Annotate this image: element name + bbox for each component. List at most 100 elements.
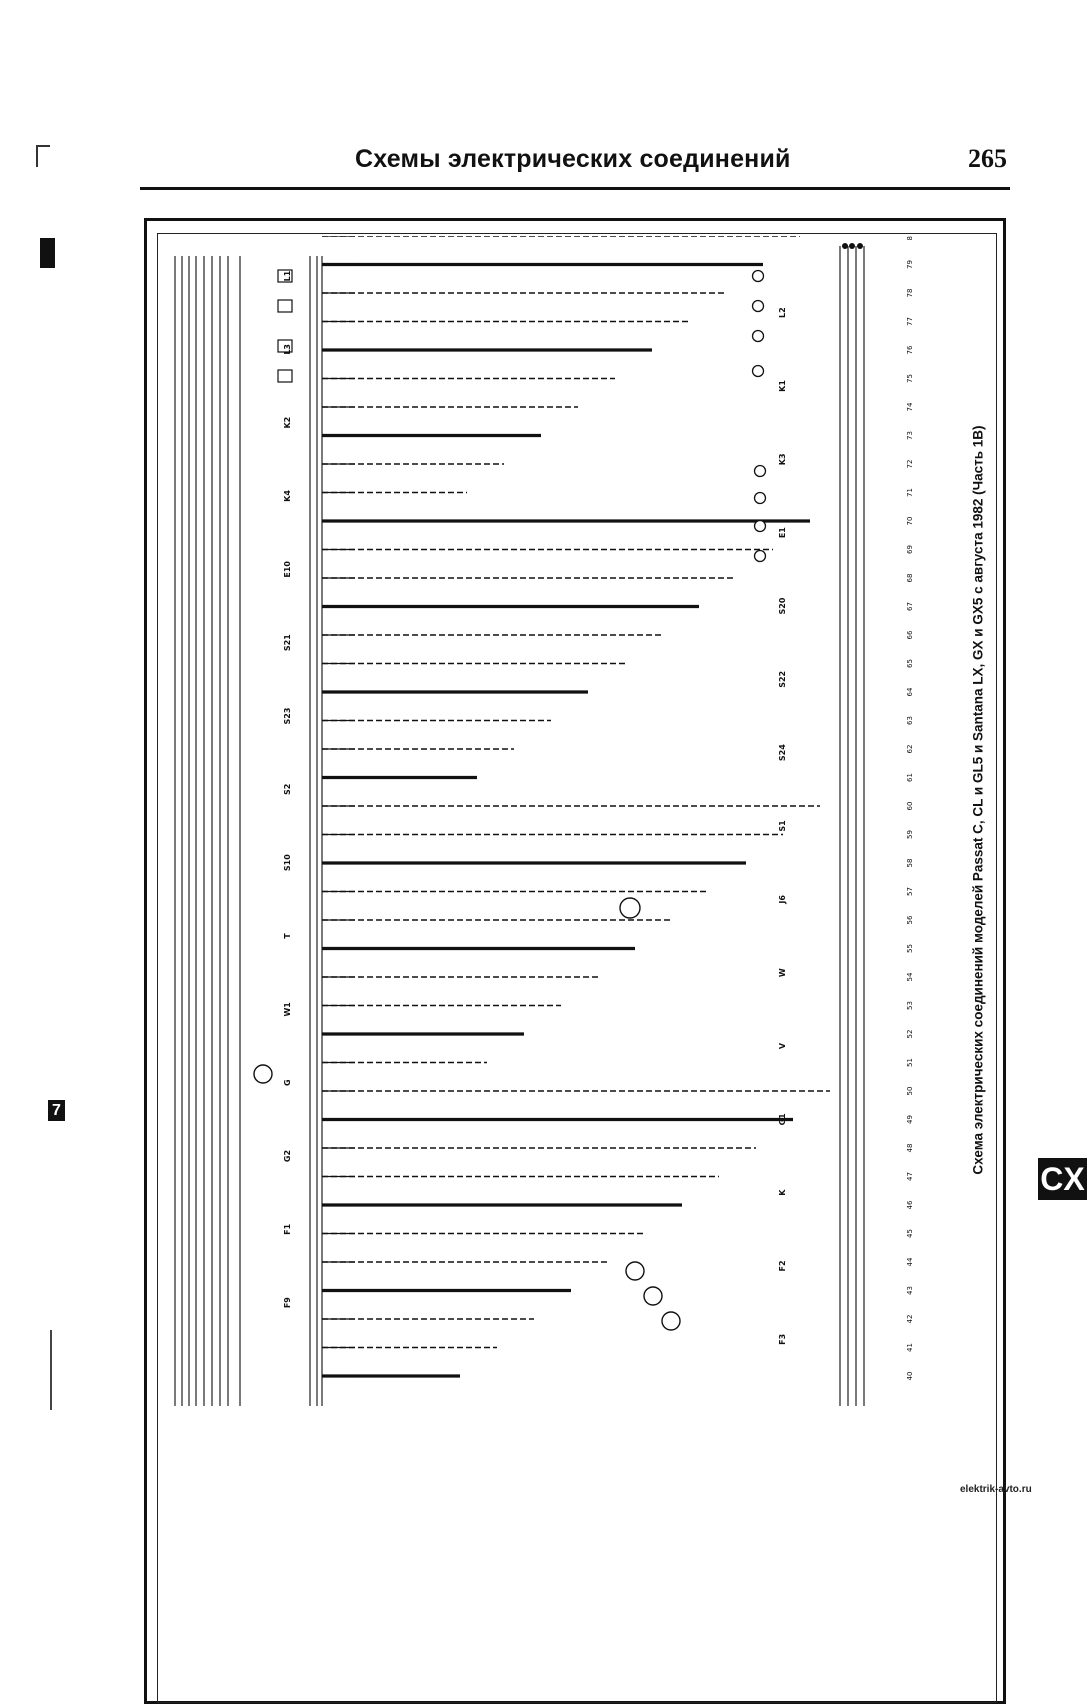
fuse-symbol bbox=[277, 269, 293, 283]
warning-lamp-symbol bbox=[753, 491, 767, 505]
page-number: 265 bbox=[968, 144, 1007, 173]
component-labels: L1L2L3K1K2K3K4E1E10S20S21S22S23S24S2S1S1… bbox=[283, 270, 787, 1345]
track-number: 47 bbox=[906, 1172, 914, 1181]
component-label: F1 bbox=[283, 1223, 292, 1234]
track-number: 46 bbox=[906, 1200, 914, 1209]
wiring-diagram: 4041424344454647484950515253545556575859… bbox=[174, 236, 914, 1406]
margin-marker bbox=[40, 238, 55, 268]
track-number: 57 bbox=[906, 887, 914, 896]
page-header-title: Схемы электрических соединений bbox=[355, 145, 791, 173]
track-number: 53 bbox=[906, 1001, 914, 1010]
caption-column: Схема электрических соединений моделей P… bbox=[958, 400, 998, 1200]
section-number-badge: 7 bbox=[48, 1100, 65, 1121]
track-number: 80 bbox=[906, 236, 914, 240]
header-rule bbox=[140, 187, 1010, 190]
component-label: S23 bbox=[283, 708, 292, 725]
component-label: E10 bbox=[283, 561, 292, 578]
track-number: 66 bbox=[906, 630, 914, 639]
track-number: 65 bbox=[906, 659, 914, 668]
track-number: 54 bbox=[906, 972, 914, 981]
track-number: 52 bbox=[906, 1030, 914, 1039]
watermark-text: elektrik-avto.ru bbox=[960, 1484, 1032, 1495]
component-label: S20 bbox=[778, 597, 787, 614]
warning-lamp-symbol bbox=[753, 464, 767, 478]
component-label: S21 bbox=[283, 634, 292, 651]
warning-lamp-symbol bbox=[753, 549, 767, 563]
section-tab: CX bbox=[1038, 1158, 1087, 1200]
component-label: S10 bbox=[283, 854, 292, 871]
diagram-caption: Схема электрических соединений моделей P… bbox=[970, 425, 986, 1175]
component-label: F2 bbox=[778, 1260, 787, 1271]
track-number: 48 bbox=[906, 1144, 914, 1153]
component-label: L3 bbox=[283, 344, 292, 355]
component-label: K3 bbox=[778, 453, 787, 465]
track-number: 55 bbox=[906, 944, 914, 953]
component-label: G bbox=[283, 1079, 292, 1086]
terminal-dot bbox=[849, 243, 855, 249]
component-label: G1 bbox=[778, 1113, 787, 1126]
track-number: 40 bbox=[906, 1372, 914, 1381]
track-number: 50 bbox=[906, 1087, 914, 1096]
component-label: T bbox=[283, 933, 292, 939]
diagram-components bbox=[253, 243, 863, 1331]
component-label: E1 bbox=[778, 527, 787, 538]
fuse-symbol bbox=[277, 339, 293, 353]
component-label: G2 bbox=[283, 1150, 292, 1162]
terminal-dot bbox=[842, 243, 848, 249]
track-number: 63 bbox=[906, 716, 914, 725]
component-label: W1 bbox=[283, 1002, 292, 1017]
track-number: 72 bbox=[906, 460, 914, 469]
component-label: V bbox=[778, 1042, 787, 1049]
track-number: 49 bbox=[906, 1115, 914, 1124]
track-number: 75 bbox=[906, 374, 914, 383]
track-number: 44 bbox=[906, 1257, 914, 1266]
track-number: 78 bbox=[906, 289, 914, 298]
track-number: 74 bbox=[906, 402, 914, 411]
terminal-dot bbox=[857, 243, 863, 249]
track-number: 59 bbox=[906, 830, 914, 839]
track-number: 70 bbox=[906, 517, 914, 526]
track-number: 60 bbox=[906, 802, 914, 811]
component-label: S22 bbox=[778, 671, 787, 688]
fuse-symbol bbox=[277, 299, 293, 313]
margin-tick bbox=[50, 1330, 52, 1410]
sender-symbol bbox=[661, 1311, 681, 1331]
sender-symbol bbox=[643, 1286, 663, 1306]
track-number: 73 bbox=[906, 431, 914, 440]
crop-mark bbox=[36, 145, 50, 167]
fuse-symbol bbox=[277, 369, 293, 383]
track-number: 79 bbox=[906, 260, 914, 269]
track-number: 77 bbox=[906, 317, 914, 326]
component-label: J6 bbox=[778, 895, 787, 905]
component-label: S2 bbox=[283, 784, 292, 795]
track-number: 58 bbox=[906, 859, 914, 868]
component-label: K4 bbox=[283, 490, 292, 502]
right-ground-bus-lines bbox=[839, 246, 865, 1406]
lamp-symbol bbox=[751, 299, 765, 313]
vertical-bus-lines bbox=[174, 256, 323, 1406]
gauge-symbol bbox=[619, 897, 641, 919]
track-number: 64 bbox=[906, 687, 914, 696]
track-number: 51 bbox=[906, 1058, 914, 1067]
track-number: 56 bbox=[906, 915, 914, 924]
track-number: 71 bbox=[906, 488, 914, 497]
track-number: 61 bbox=[906, 773, 914, 782]
lamp-symbol bbox=[751, 329, 765, 343]
component-label: K1 bbox=[778, 380, 787, 392]
track-number-column: 4041424344454647484950515253545556575859… bbox=[906, 236, 914, 1380]
warning-lamp-symbol bbox=[753, 519, 767, 533]
component-label: L2 bbox=[778, 307, 787, 318]
lamp-symbol bbox=[751, 364, 765, 378]
component-label: W bbox=[778, 968, 787, 977]
track-number: 76 bbox=[906, 345, 914, 354]
component-label: K2 bbox=[283, 417, 292, 429]
component-label: K bbox=[778, 1189, 787, 1196]
lamp-symbol bbox=[751, 269, 765, 283]
horizontal-wires bbox=[322, 236, 830, 1378]
track-number: 62 bbox=[906, 745, 914, 754]
track-number: 68 bbox=[906, 574, 914, 583]
component-label: S1 bbox=[778, 820, 787, 832]
relay-symbol bbox=[253, 1064, 273, 1084]
component-label: F9 bbox=[283, 1297, 292, 1308]
track-number: 67 bbox=[906, 602, 914, 611]
